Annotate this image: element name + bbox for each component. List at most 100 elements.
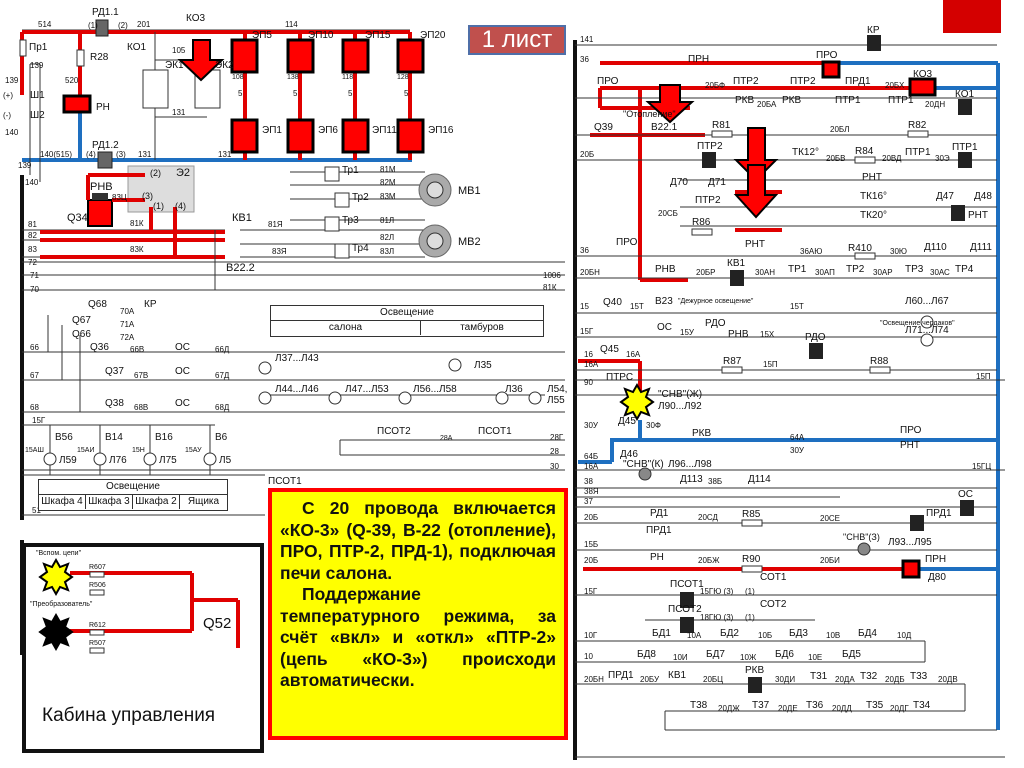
svg-text:20ВД: 20ВД bbox=[882, 154, 902, 163]
svg-text:(2): (2) bbox=[150, 168, 161, 178]
lamp-icon bbox=[328, 391, 342, 405]
svg-text:10В: 10В bbox=[826, 631, 840, 640]
svg-text:ЭП11: ЭП11 bbox=[372, 125, 397, 136]
svg-text:105: 105 bbox=[172, 46, 186, 55]
svg-text:16А: 16А bbox=[584, 360, 599, 369]
svg-text:КО1: КО1 bbox=[127, 42, 146, 53]
svg-text:20БФ: 20БФ bbox=[705, 81, 725, 90]
svg-text:138: 138 bbox=[287, 74, 299, 81]
svg-text:ПРО: ПРО bbox=[597, 76, 619, 87]
svg-text:20СД: 20СД bbox=[698, 513, 719, 522]
svg-text:Л90...Л92: Л90...Л92 bbox=[658, 401, 702, 412]
lamp-snv-k-icon bbox=[638, 467, 652, 481]
relay-rn bbox=[62, 94, 92, 114]
svg-text:Л47...Л53: Л47...Л53 bbox=[345, 384, 389, 395]
svg-text:"Преобразователь": "Преобразователь" bbox=[30, 600, 93, 608]
svg-text:37: 37 bbox=[584, 497, 593, 506]
svg-text:(2): (2) bbox=[118, 21, 128, 30]
svg-text:15Т: 15Т bbox=[630, 302, 644, 311]
svg-text:10Ж: 10Ж bbox=[740, 653, 757, 662]
sheet-badge[interactable]: 1 лист bbox=[468, 25, 566, 55]
lamp-snv-z-icon bbox=[857, 542, 871, 556]
svg-text:РКВ: РКВ bbox=[745, 665, 764, 676]
lamp-icon bbox=[203, 452, 217, 466]
svg-text:Ш2: Ш2 bbox=[30, 110, 45, 121]
arrow-down-icon bbox=[645, 84, 695, 124]
svg-text:РД1: РД1 bbox=[650, 508, 669, 519]
svg-text:20Б: 20Б bbox=[580, 150, 594, 159]
svg-text:(3): (3) bbox=[142, 191, 153, 201]
svg-text:20БУ: 20БУ bbox=[640, 675, 660, 684]
svg-text:10И: 10И bbox=[673, 653, 688, 662]
lamp-icon bbox=[448, 358, 462, 372]
svg-text:ПРД1: ПРД1 bbox=[926, 508, 952, 519]
lamp-aux-circuits-icon bbox=[38, 557, 74, 597]
svg-text:140(515): 140(515) bbox=[40, 150, 72, 159]
svg-text:Т35: Т35 bbox=[866, 700, 884, 711]
svg-text:15ГЮ (3): 15ГЮ (3) bbox=[700, 587, 734, 596]
svg-text:ПСОТ1: ПСОТ1 bbox=[670, 579, 704, 590]
coil-psot1 bbox=[680, 592, 694, 608]
svg-text:Д110: Д110 bbox=[924, 242, 947, 253]
cabinet-table-title: Освещение bbox=[39, 480, 227, 495]
svg-text:Т38: Т38 bbox=[690, 700, 708, 711]
relay-tr2 bbox=[334, 192, 350, 208]
svg-text:71А: 71А bbox=[120, 320, 135, 329]
coil-prd1 bbox=[910, 515, 924, 531]
svg-text:20БЦ: 20БЦ bbox=[703, 675, 723, 684]
lamp-snv-zh-icon bbox=[619, 382, 655, 422]
svg-text:РНТ: РНТ bbox=[900, 440, 920, 451]
resistor-r87 bbox=[721, 366, 743, 374]
svg-text:ЭП5: ЭП5 bbox=[252, 30, 272, 41]
resistor-r85 bbox=[741, 519, 763, 527]
power-circuit bbox=[19, 19, 425, 182]
svg-text:36: 36 bbox=[580, 246, 589, 255]
svg-text:ПТР1: ПТР1 bbox=[888, 95, 914, 106]
svg-text:ОС: ОС bbox=[175, 366, 190, 377]
svg-text:Д71: Д71 bbox=[708, 177, 726, 188]
svg-text:Т31: Т31 bbox=[810, 671, 828, 682]
svg-text:30Ф: 30Ф bbox=[646, 421, 661, 430]
svg-text:Д46: Д46 bbox=[620, 449, 638, 460]
cabinet-col-box: Ящика bbox=[187, 496, 220, 507]
svg-text:В6: В6 bbox=[215, 432, 228, 443]
svg-text:ОС: ОС bbox=[175, 342, 190, 353]
svg-text:67В: 67В bbox=[134, 371, 148, 380]
svg-text:Л96...Л98: Л96...Л98 bbox=[668, 459, 712, 470]
svg-text:ПСОТ1: ПСОТ1 bbox=[268, 476, 302, 487]
svg-text:ПТР1: ПТР1 bbox=[835, 95, 861, 106]
svg-text:КО1: КО1 bbox=[955, 89, 974, 100]
svg-text:В22.2: В22.2 bbox=[226, 262, 255, 274]
svg-text:БД8: БД8 bbox=[637, 649, 656, 660]
svg-text:Д114: Д114 bbox=[748, 474, 771, 485]
resistor-r84 bbox=[854, 156, 876, 164]
svg-text:R607: R607 bbox=[89, 564, 106, 571]
svg-text:15АШ: 15АШ bbox=[25, 447, 44, 454]
svg-text:139: 139 bbox=[30, 61, 44, 70]
svg-text:30ДИ: 30ДИ bbox=[775, 675, 795, 684]
svg-text:Э2: Э2 bbox=[176, 167, 190, 179]
svg-text:36АЮ: 36АЮ bbox=[800, 247, 822, 256]
svg-text:(4): (4) bbox=[175, 201, 186, 211]
ventilation-circuit bbox=[22, 165, 565, 291]
relay-rd11 bbox=[95, 19, 109, 37]
svg-text:Д48: Д48 bbox=[974, 191, 992, 202]
svg-text:16А: 16А bbox=[584, 462, 599, 471]
svg-text:Д45: Д45 bbox=[618, 416, 636, 427]
svg-text:(1): (1) bbox=[153, 201, 164, 211]
svg-text:ПТР1: ПТР1 bbox=[905, 147, 931, 158]
svg-text:83Ц: 83Ц bbox=[112, 193, 127, 202]
lamp-row bbox=[258, 358, 542, 405]
svg-text:РНТ: РНТ bbox=[862, 172, 882, 183]
svg-text:514: 514 bbox=[38, 20, 52, 29]
svg-text:БД3: БД3 bbox=[789, 628, 808, 639]
svg-text:15П: 15П bbox=[763, 360, 778, 369]
svg-text:(3): (3) bbox=[116, 150, 126, 159]
left-labels: 514 РД1.1 (1) (2) 201 КО3 114 КО1 105 ЭК… bbox=[3, 7, 567, 647]
svg-text:Д111: Д111 bbox=[970, 242, 992, 253]
svg-text:КР: КР bbox=[144, 299, 157, 310]
svg-text:Т37: Т37 bbox=[752, 700, 770, 711]
svg-text:83Я: 83Я bbox=[272, 247, 287, 256]
svg-text:КР: КР bbox=[867, 25, 880, 36]
svg-text:"Вспом. цепи": "Вспом. цепи" bbox=[36, 550, 82, 557]
